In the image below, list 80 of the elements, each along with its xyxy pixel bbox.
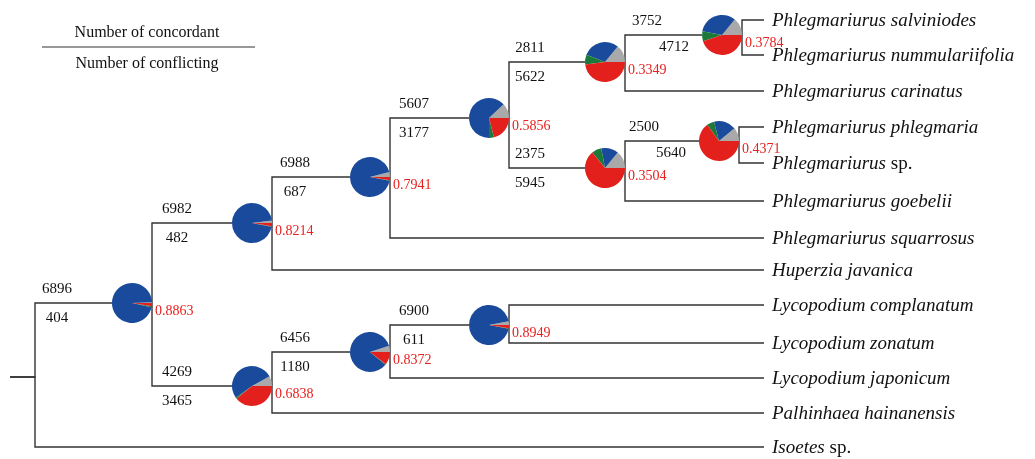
tree-branch — [508, 61, 586, 119]
pie-chart — [112, 283, 152, 323]
pie-chart — [469, 98, 509, 138]
support-value: 0.3504 — [628, 169, 667, 183]
taxon-label: Isoetes sp. — [772, 437, 852, 456]
support-value: 0.6838 — [275, 387, 314, 401]
concordant-count: 2375 — [515, 146, 545, 161]
support-value: 0.8214 — [275, 224, 314, 238]
tree-branch — [151, 302, 233, 387]
tree-branch — [508, 117, 586, 169]
taxon-label: Phlegmariurus sp. — [772, 153, 913, 172]
tree-branch — [508, 324, 765, 344]
taxon-label: Palhinhaea hainanensis — [772, 403, 956, 422]
tree-branch — [624, 34, 703, 63]
pie-chart — [350, 157, 390, 197]
tree-branch — [271, 351, 351, 387]
tree-branch — [741, 19, 765, 36]
support-value: 0.5856 — [512, 119, 551, 133]
tree-branch — [389, 324, 470, 353]
conflicting-count: 4712 — [659, 39, 689, 54]
tree-branch — [508, 304, 765, 326]
concordant-count: 5607 — [399, 96, 429, 111]
tree-branch — [389, 176, 765, 239]
concordant-count: 2811 — [515, 40, 545, 55]
concordant-count: 6456 — [280, 330, 310, 345]
taxon-label: Huperzia javanica — [772, 260, 913, 279]
legend-text: Number of concordant — [74, 24, 220, 40]
support-value: 0.7941 — [393, 178, 432, 192]
conflicting-count: 482 — [165, 230, 189, 245]
support-value: 0.8949 — [512, 326, 551, 340]
concordant-count: 6900 — [399, 303, 429, 318]
support-value: 0.8372 — [393, 353, 432, 367]
taxon-label: Phlegmariurus phlegmaria — [772, 117, 979, 136]
tree-branch — [389, 117, 470, 178]
pie-chart — [350, 332, 390, 372]
support-value: 0.3349 — [628, 63, 667, 77]
taxon-label: Lycopodium zonatum — [772, 333, 935, 352]
conflicting-count: 3465 — [162, 393, 192, 408]
pie-chart — [585, 42, 625, 82]
taxon-label: Phlegmariurus goebelii — [772, 191, 952, 210]
concordant-count: 2500 — [629, 119, 659, 134]
concordant-count: 6982 — [162, 201, 192, 216]
tree-branch — [624, 140, 700, 169]
taxon-label: Phlegmariurus carinatus — [772, 81, 963, 100]
legend-text: Number of conflicting — [75, 55, 219, 71]
conflicting-count: 3177 — [399, 125, 429, 140]
tree-branch — [389, 351, 765, 379]
taxon-label: Phlegmariurus squarrosus — [772, 228, 975, 247]
taxon-label: Phlegmariurus salviniodes — [772, 10, 977, 29]
tree-branch — [738, 126, 765, 142]
support-value: 0.4371 — [742, 142, 781, 156]
pie-chart — [232, 366, 272, 406]
pie-chart — [585, 148, 625, 188]
pie-chart — [469, 305, 509, 345]
tree-branch — [9, 376, 765, 448]
taxon-label: Lycopodium japonicum — [772, 368, 951, 387]
concordant-count: 6988 — [280, 155, 310, 170]
pie-chart — [232, 203, 272, 243]
conflicting-count: 5622 — [515, 69, 545, 84]
tree-branch — [738, 140, 765, 164]
tree-branch — [271, 385, 765, 414]
concordant-count: 6896 — [42, 281, 72, 296]
tree-branch — [624, 167, 765, 202]
tree-branch — [624, 61, 765, 92]
conflicting-count: 687 — [283, 184, 307, 199]
conflicting-count: 1180 — [280, 359, 310, 374]
conflicting-count: 611 — [403, 332, 425, 347]
conflicting-count: 5945 — [515, 175, 545, 190]
pie-chart — [702, 15, 742, 55]
taxon-label: Lycopodium complanatum — [772, 295, 974, 314]
tree-branch — [271, 176, 351, 224]
tree-branch — [271, 222, 765, 271]
tree-branch — [741, 34, 765, 56]
pie-chart — [699, 121, 739, 161]
tree-branch — [151, 222, 233, 304]
conflicting-count: 5640 — [656, 145, 686, 160]
support-value: 0.8863 — [155, 304, 194, 318]
concordant-count: 4269 — [162, 364, 192, 379]
conflicting-count: 404 — [45, 310, 69, 325]
concordant-count: 3752 — [632, 13, 662, 28]
